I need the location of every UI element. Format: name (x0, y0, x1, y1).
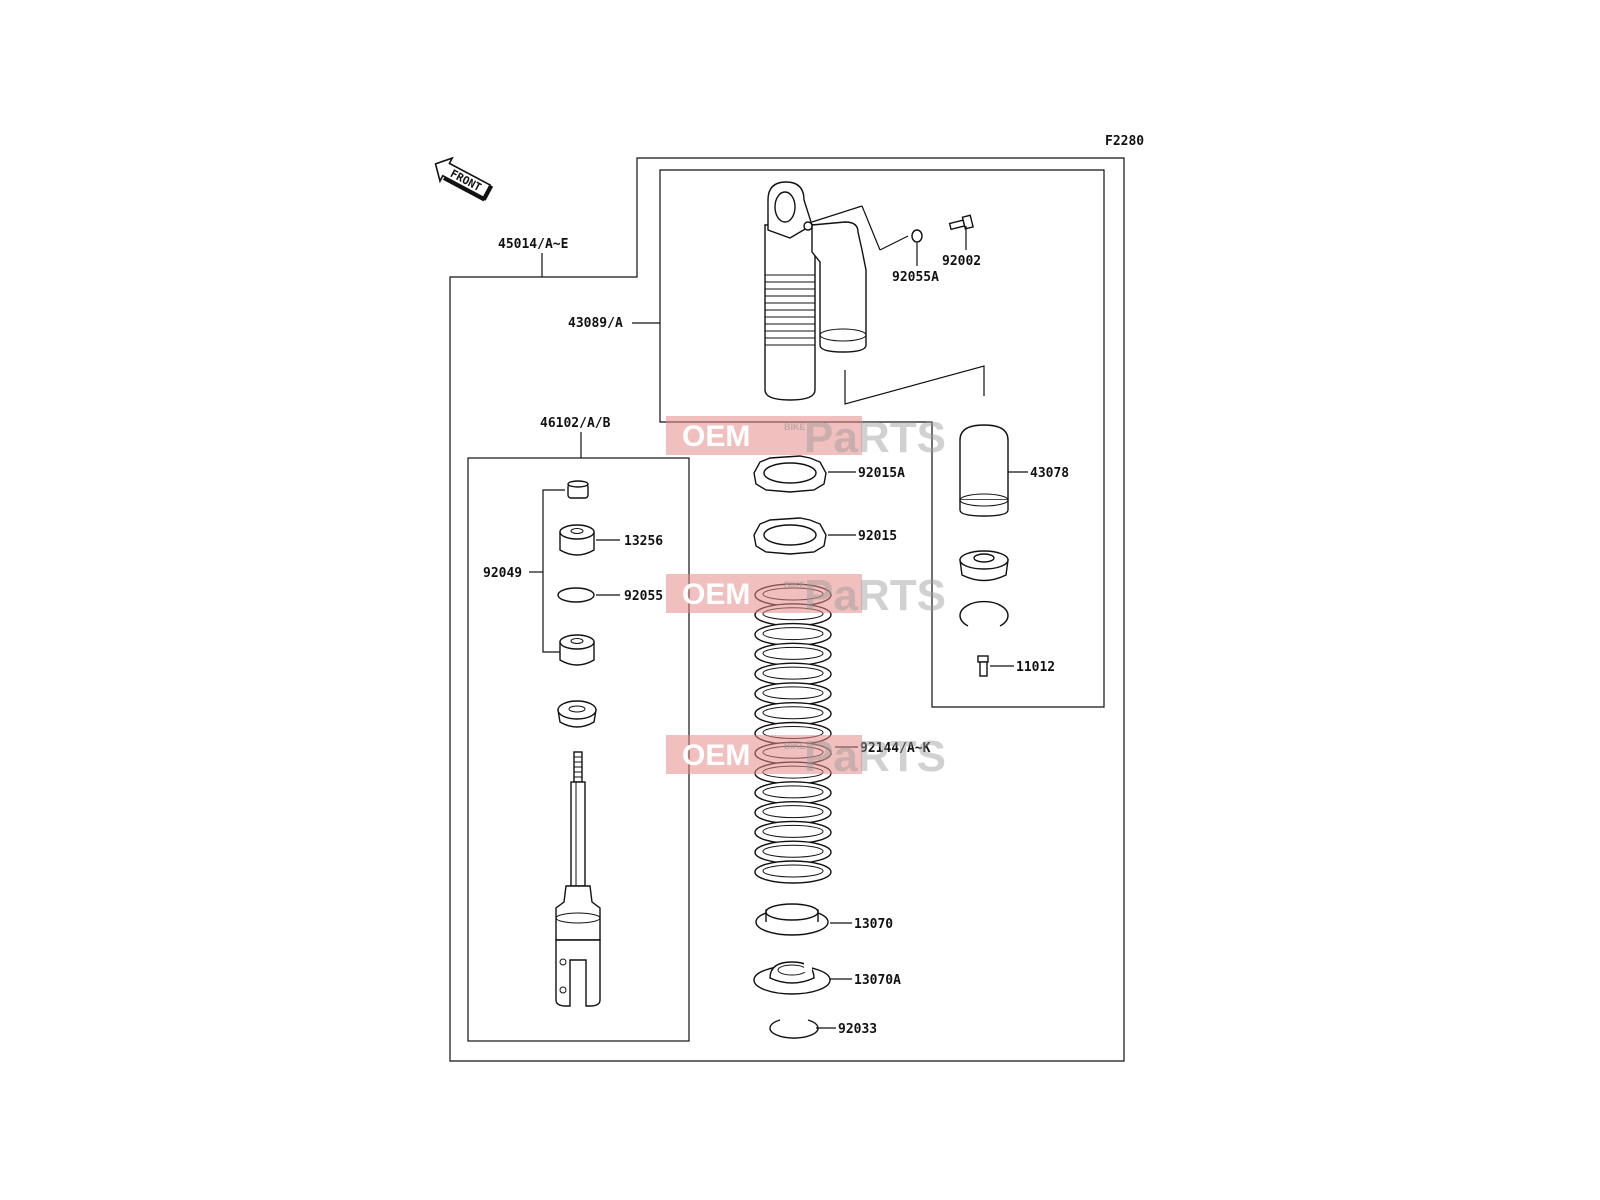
svg-text:RTS: RTS (858, 571, 946, 620)
o-ring-92055A-part (911, 229, 923, 243)
assembly-boundary-45014 (449, 157, 1125, 1062)
watermark-logo: OEM BIKE Pa RTS (666, 732, 946, 781)
shock-body-part (764, 181, 909, 401)
nut-part (567, 480, 589, 499)
spring-coil (754, 622, 832, 647)
circlip-part (959, 600, 1009, 627)
label-92144: 92144/A~K (860, 741, 931, 756)
label-92015A: 92015A (858, 466, 905, 481)
spring-coil-inner (762, 706, 824, 720)
spring-coil (754, 800, 832, 825)
svg-text:BIKE: BIKE (784, 580, 806, 590)
bolt-92002-part (948, 214, 974, 231)
spring-coil-inner (762, 864, 824, 878)
o-ring-92055-part (557, 587, 595, 603)
spring-coil-inner (762, 844, 824, 858)
bushing-lower-part (559, 634, 595, 666)
spring-coil (754, 781, 832, 805)
label-46102: 46102/A/B (540, 416, 611, 431)
spring-coil-inner (762, 627, 824, 641)
label-11012: 11012 (1016, 660, 1055, 675)
spring-coil (754, 682, 832, 706)
watermark-logo: OEM BIKE Pa RTS (666, 413, 946, 462)
reservoir-cap-43078-part (959, 424, 1009, 517)
label-92033: 92033 (838, 1022, 877, 1037)
spring-coil-inner (762, 824, 824, 838)
svg-text:OEM: OEM (682, 739, 750, 772)
bracket-92049 (542, 489, 565, 653)
svg-text:Pa: Pa (804, 571, 858, 620)
piston-rod-part (555, 751, 601, 1007)
label-45014: 45014/A~E (498, 237, 568, 252)
figure-code: F2280 (1105, 134, 1144, 149)
svg-text:OEM: OEM (682, 578, 750, 611)
svg-text:RTS: RTS (858, 413, 946, 462)
svg-text:Pa: Pa (804, 732, 858, 781)
label-43078: 43078 (1030, 466, 1069, 481)
rebound-cup-part (557, 700, 597, 728)
spring-coil (754, 820, 832, 845)
spring-coil-inner (762, 686, 824, 700)
assembly-boundary-43089 (659, 169, 1105, 708)
svg-text:OEM: OEM (682, 420, 750, 453)
spring-coil (754, 702, 832, 726)
bladder-cap-part (959, 550, 1009, 582)
svg-text:RTS: RTS (858, 732, 946, 781)
bushing-13256-part (559, 524, 595, 556)
spring-coil (754, 860, 832, 884)
spring-coil-inner (762, 785, 824, 799)
spring-seat-13070A-part (753, 961, 831, 995)
label-92049: 92049 (483, 566, 522, 581)
spring-coil (754, 662, 832, 686)
watermark-logo: OEM BIKE Pa RTS (666, 571, 946, 620)
front-arrow-icon: FRONT (434, 156, 494, 202)
svg-text:BIKE: BIKE (784, 422, 806, 432)
link-line (844, 365, 985, 405)
spring-coil (754, 642, 832, 667)
label-13070: 13070 (854, 917, 893, 932)
adjuster-nut-92015-part (753, 517, 827, 555)
label-43089: 43089/A (568, 316, 623, 331)
spring-coil-inner (762, 666, 824, 680)
svg-text:BIKE: BIKE (784, 741, 806, 751)
spring-coil-inner (762, 805, 824, 819)
valve-11012-part (977, 655, 989, 677)
spring-guide-13070-part (755, 903, 829, 936)
label-13256: 13256 (624, 534, 663, 549)
spring-92144-part (754, 583, 832, 884)
label-92055: 92055 (624, 589, 663, 604)
label-13070A: 13070A (854, 973, 901, 988)
spring-coil (754, 840, 832, 864)
label-92055A: 92055A (892, 270, 939, 285)
svg-text:Pa: Pa (804, 413, 858, 462)
lock-ring-92015A-part (753, 455, 827, 493)
circlip-92033-part (769, 1019, 819, 1039)
spring-coil-inner (762, 646, 824, 660)
label-92002: 92002 (942, 254, 981, 269)
label-92015: 92015 (858, 529, 897, 544)
